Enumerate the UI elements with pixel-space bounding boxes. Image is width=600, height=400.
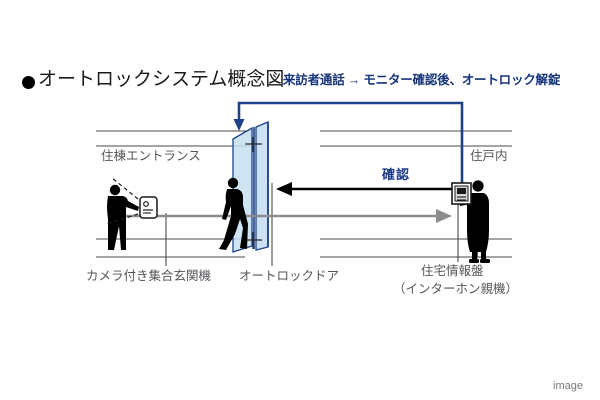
label-inside-dwelling: 住戸内 <box>470 149 508 163</box>
page-title: オートロックシステム概念図 <box>38 69 285 90</box>
visitor-call-flow-arrowhead <box>233 119 245 131</box>
label-building-entrance: 住棟エントランス <box>101 149 201 163</box>
label-autolock-door: オートロックドア <box>239 269 340 283</box>
call-signal-flow-arrow <box>112 209 452 223</box>
image-watermark: image <box>553 380 583 392</box>
walking-person-silhouette <box>219 177 248 250</box>
label-confirm-arrow: 確認 <box>382 167 411 182</box>
camera-field-of-view-lines <box>106 177 139 225</box>
label-home-information-panel-sub: （インターホン親機） <box>393 282 519 296</box>
label-camera-entrance-panel: カメラ付き集合玄関機 <box>86 269 212 283</box>
resident-silhouette <box>459 180 490 263</box>
visitor-silhouette <box>107 184 139 250</box>
autolock-door-graphic <box>232 121 269 253</box>
visitor-call-flow-bracket <box>237 101 464 183</box>
title-bullet-icon <box>22 76 35 89</box>
label-leader-lines <box>165 183 459 266</box>
confirm-flow-arrow <box>276 182 455 196</box>
camera-entrance-panel <box>139 196 158 219</box>
home-information-panel-device <box>451 182 472 205</box>
label-home-information-panel: 住宅情報盤 <box>421 264 484 278</box>
right-zone-structure-lines <box>320 130 512 258</box>
subtitle-flow-caption: 来訪者通話 → モニター確認後、オートロック解錠 <box>283 73 561 87</box>
